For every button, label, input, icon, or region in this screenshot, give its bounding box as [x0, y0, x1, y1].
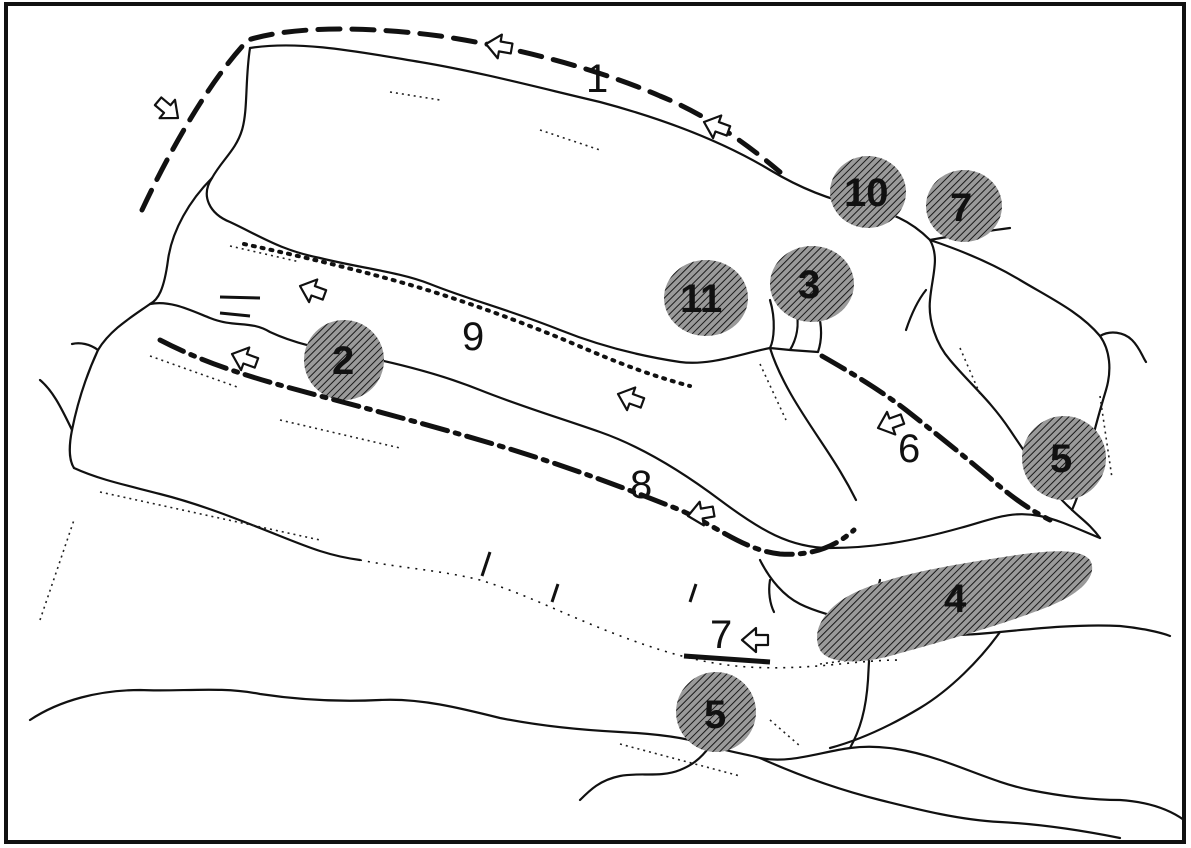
zone-10: 10	[830, 156, 906, 228]
river-spur-910	[904, 288, 928, 332]
route-7	[683, 653, 771, 665]
arrow-icon	[616, 386, 646, 412]
zone-label-5-east: 5	[1050, 437, 1072, 481]
arrow-icon	[876, 410, 906, 436]
arrow-icon	[298, 278, 328, 304]
zone-2: 2	[304, 320, 384, 400]
arrow-icon	[686, 500, 716, 527]
river-east-inlet	[1098, 331, 1148, 364]
zone-3: 3	[770, 246, 854, 322]
direction-arrows	[153, 33, 906, 654]
river-lower-branch2	[828, 630, 1002, 750]
river-west-spur	[38, 342, 100, 432]
river-middle-tributary	[768, 346, 858, 502]
river-south-bottom	[578, 744, 1122, 840]
river-southern-long	[28, 688, 1186, 822]
route-label-9: 9	[462, 315, 484, 359]
arrow-icon	[230, 346, 260, 372]
river-zone3-streams	[768, 298, 823, 354]
arrow-icon	[740, 626, 770, 654]
arrow-icon	[484, 33, 514, 60]
route-south-dotted	[359, 559, 901, 669]
zone-label-7: 7	[950, 186, 972, 230]
zone-4: 4	[817, 551, 1093, 662]
river-small-spur	[768, 578, 776, 614]
route-south-ticks	[219, 295, 698, 603]
zone-label-5-south: 5	[704, 693, 726, 737]
zone-label-2: 2	[332, 339, 354, 383]
route-label-1: 1	[586, 57, 608, 101]
rivers	[28, 44, 1186, 840]
route-label-6: 6	[898, 427, 920, 471]
route-6	[819, 353, 1053, 523]
map-frame	[4, 2, 1186, 844]
river-central	[148, 302, 1102, 550]
zone-5-east: 5	[1022, 416, 1106, 500]
zone-label-11: 11	[680, 277, 722, 321]
river-north-west	[205, 46, 772, 364]
arrow-icon	[153, 96, 180, 120]
arrow-icon	[702, 114, 732, 140]
zone-11: 11	[664, 260, 748, 336]
river-name-traces	[39, 91, 1113, 777]
zone-7: 7	[926, 170, 1002, 242]
zone-label-3: 3	[798, 263, 820, 307]
river-west-edge	[68, 176, 214, 470]
zone-label-10: 10	[844, 171, 889, 215]
zone-5-south: 5	[676, 672, 756, 752]
route-9	[242, 242, 692, 388]
route-1	[139, 26, 783, 213]
route-label-8: 8	[630, 463, 652, 507]
route-label-7: 7	[710, 613, 732, 657]
river-south-central	[72, 466, 362, 562]
route-8	[157, 337, 857, 557]
zone-label-4: 4	[944, 577, 967, 621]
